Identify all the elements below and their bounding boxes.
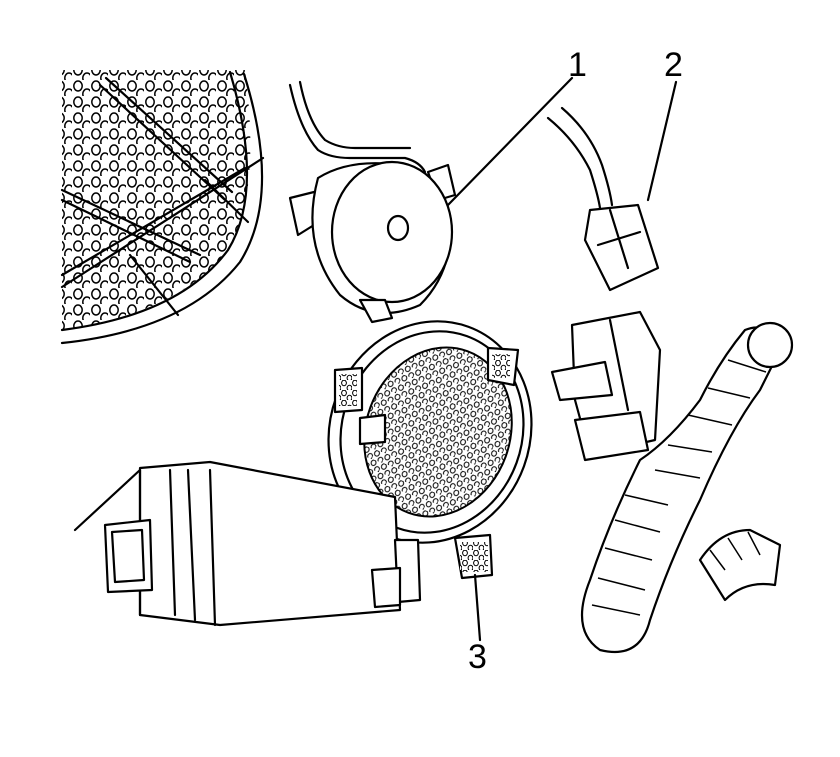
speaker-bracket [327, 320, 533, 580]
callout-label-2: 2 [664, 46, 683, 84]
callout-label-1: 1 [568, 46, 587, 84]
leader-line-1 [446, 76, 574, 207]
door-grille [60, 70, 265, 345]
speaker-tweeter [288, 80, 457, 324]
leader-line-3 [473, 573, 482, 642]
leader-line-2 [646, 80, 678, 202]
wiring-harness [580, 321, 794, 654]
control-module [73, 460, 422, 627]
callout-label-3: 3 [468, 638, 487, 676]
electrical-connector [546, 106, 662, 462]
